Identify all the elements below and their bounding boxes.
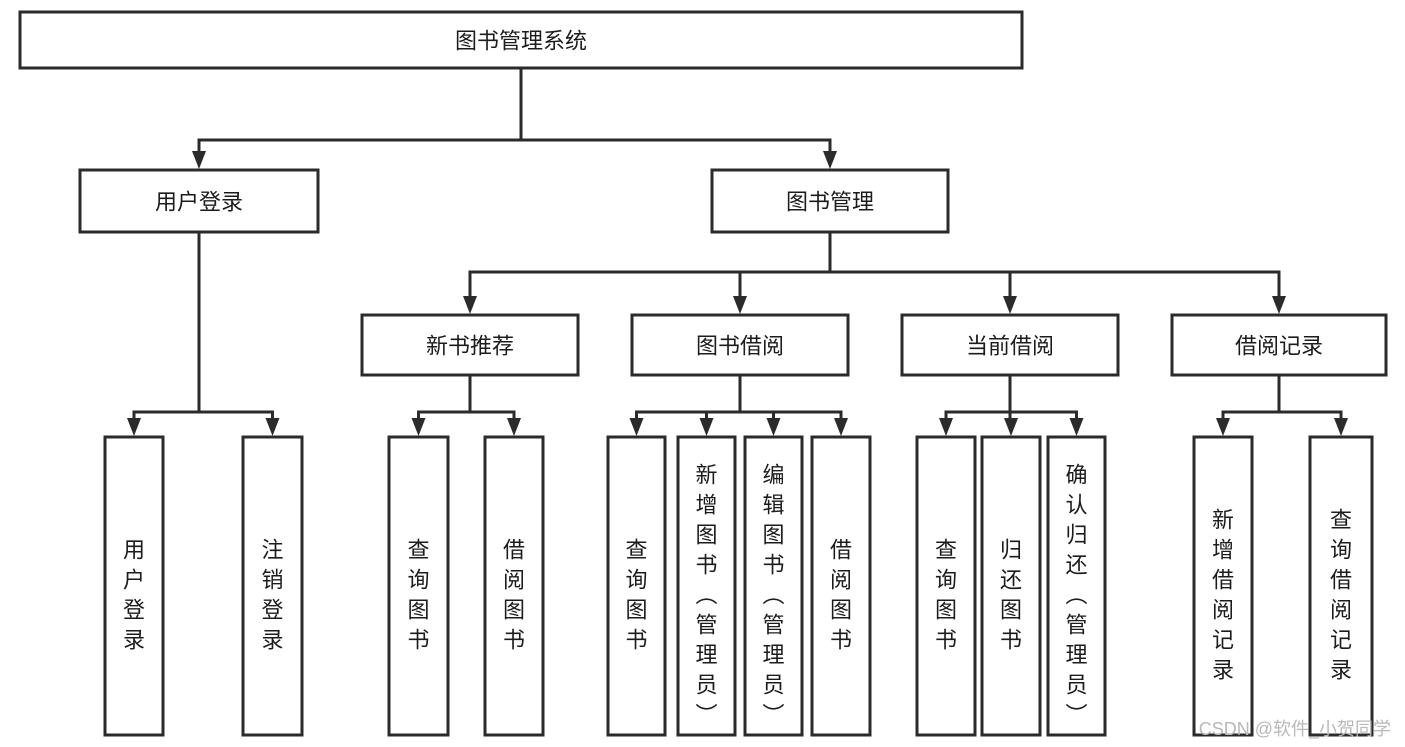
arrow-head-icon — [507, 418, 521, 436]
arrow-head-icon — [463, 296, 477, 314]
leaf-borrow-book-bb-label: 借阅图书 — [830, 537, 852, 652]
node-borrow-record-box — [1170, 313, 1388, 377]
leaf-user-login-box — [103, 435, 165, 737]
leaf-borrow-book-new-box — [483, 435, 545, 737]
watermark-label: CSDN @软件_小贺同学 — [1198, 719, 1391, 739]
node-user-login-box — [78, 168, 320, 234]
arrow-head-icon — [1272, 296, 1286, 314]
connectors-layer — [127, 68, 1348, 436]
node-book-borrow-box — [630, 313, 850, 377]
leaf-query-book-new-label: 查询图书 — [407, 537, 429, 652]
leaf-query-record-label: 查询借阅记录 — [1330, 507, 1352, 682]
connector-edge — [939, 375, 1012, 436]
arrow-head-icon — [1216, 418, 1230, 436]
node-user-login-label: 用户登录 — [155, 190, 243, 215]
node-book-manage[interactable]: 图书管理 — [710, 168, 950, 234]
leaf-borrow-book-new[interactable]: 借阅图书 — [483, 435, 545, 737]
leaf-query-record[interactable]: 查询借阅记录 — [1308, 435, 1374, 737]
node-book-manage-label: 图书管理 — [786, 190, 874, 215]
arrow-head-icon — [127, 418, 141, 436]
connector-edge — [519, 68, 837, 169]
leaf-query-book-cb-box — [915, 435, 977, 737]
arrow-head-icon — [733, 296, 747, 314]
leaf-add-record-box — [1192, 435, 1254, 737]
leaf-add-book[interactable]: 新增图书︵管理员︶ — [676, 435, 737, 737]
node-borrow-record[interactable]: 借阅记录 — [1170, 313, 1388, 377]
leaf-return-book[interactable]: 归还图书 — [980, 435, 1042, 737]
leaf-add-record-label: 新增借阅记录 — [1212, 507, 1234, 682]
arrow-head-icon — [411, 418, 426, 436]
arrow-head-icon — [823, 151, 837, 169]
leaf-add-record[interactable]: 新增借阅记录 — [1192, 435, 1254, 737]
node-new-book-recommend-box — [360, 313, 580, 377]
connector-edge — [1216, 375, 1281, 436]
leaf-logout[interactable]: 注销登录 — [241, 435, 304, 737]
connector-edge — [828, 232, 1286, 314]
root-node-label: 图书管理系统 — [455, 29, 587, 54]
connector-edge — [699, 375, 742, 436]
node-book-borrow-label: 图书借阅 — [696, 334, 784, 359]
leaf-edit-book-label: 编辑图书︵管理员︶ — [762, 462, 784, 727]
node-book-manage-box — [710, 168, 950, 234]
connector-edge — [738, 375, 848, 436]
arrow-head-icon — [834, 418, 848, 436]
leaf-query-book-bb-label: 查询图书 — [625, 537, 647, 652]
arrow-head-icon — [1069, 418, 1084, 436]
connector-edge — [1277, 375, 1348, 436]
leaf-query-book-bb-box — [606, 435, 667, 737]
connector-edge — [629, 375, 742, 436]
arrow-head-icon — [265, 418, 280, 436]
leaf-user-login[interactable]: 用户登录 — [103, 435, 165, 737]
root-node-box — [18, 10, 1024, 70]
node-borrow-record-label: 借阅记录 — [1235, 334, 1323, 359]
node-new-book-recommend[interactable]: 新书推荐 — [360, 313, 580, 377]
leaf-query-book-cb[interactable]: 查询图书 — [915, 435, 977, 737]
leaf-confirm-return[interactable]: 确认归还︵管理员︶ — [1046, 435, 1107, 737]
leaf-query-book-cb-label: 查询图书 — [935, 537, 957, 652]
arrow-head-icon — [766, 418, 781, 436]
leaf-edit-book[interactable]: 编辑图书︵管理员︶ — [743, 435, 804, 737]
leaf-logout-box — [241, 435, 304, 737]
connector-edge — [127, 232, 201, 436]
nodes-layer: 图书管理系统用户登录图书管理新书推荐图书借阅当前借阅借阅记录用户登录注销登录查询… — [18, 10, 1388, 737]
connector-edge — [733, 232, 832, 314]
leaf-borrow-book-bb-box — [810, 435, 872, 737]
leaf-return-book-label: 归还图书 — [1000, 537, 1022, 652]
connector-edge — [468, 375, 521, 436]
node-user-login[interactable]: 用户登录 — [78, 168, 320, 234]
connector-edge — [411, 375, 472, 436]
leaf-query-record-box — [1308, 435, 1374, 737]
connector-edge — [738, 375, 781, 436]
connector-edge — [1008, 375, 1084, 436]
node-current-borrow-box — [900, 313, 1120, 377]
leaf-query-book-new-box — [387, 435, 450, 737]
connector-edge — [192, 68, 523, 169]
arrow-head-icon — [1004, 418, 1018, 436]
arrow-head-icon — [939, 418, 953, 436]
leaf-confirm-return-label: 确认归还︵管理员︶ — [1065, 462, 1087, 727]
node-current-borrow[interactable]: 当前借阅 — [900, 313, 1120, 377]
node-book-borrow[interactable]: 图书借阅 — [630, 313, 850, 377]
leaf-logout-label: 注销登录 — [261, 537, 283, 652]
leaf-add-book-box — [676, 435, 737, 737]
leaf-query-book-new[interactable]: 查询图书 — [387, 435, 450, 737]
leaf-borrow-book-bb[interactable]: 借阅图书 — [810, 435, 872, 737]
leaf-confirm-return-box — [1046, 435, 1107, 737]
arrow-head-icon — [1334, 418, 1348, 436]
arrow-head-icon — [192, 151, 206, 169]
leaf-edit-book-box — [743, 435, 804, 737]
connector-edge — [197, 232, 280, 436]
root-node[interactable]: 图书管理系统 — [18, 10, 1024, 70]
arrow-head-icon — [629, 418, 644, 436]
leaf-user-login-label: 用户登录 — [123, 537, 145, 652]
arrow-head-icon — [1003, 296, 1017, 314]
leaf-query-book-bb[interactable]: 查询图书 — [606, 435, 667, 737]
leaf-return-book-box — [980, 435, 1042, 737]
node-current-borrow-label: 当前借阅 — [966, 334, 1054, 359]
leaf-borrow-book-new-label: 借阅图书 — [503, 537, 525, 652]
leaf-add-book-label: 新增图书︵管理员︶ — [695, 462, 717, 727]
node-new-book-recommend-label: 新书推荐 — [426, 334, 514, 359]
arrow-head-icon — [699, 418, 714, 436]
